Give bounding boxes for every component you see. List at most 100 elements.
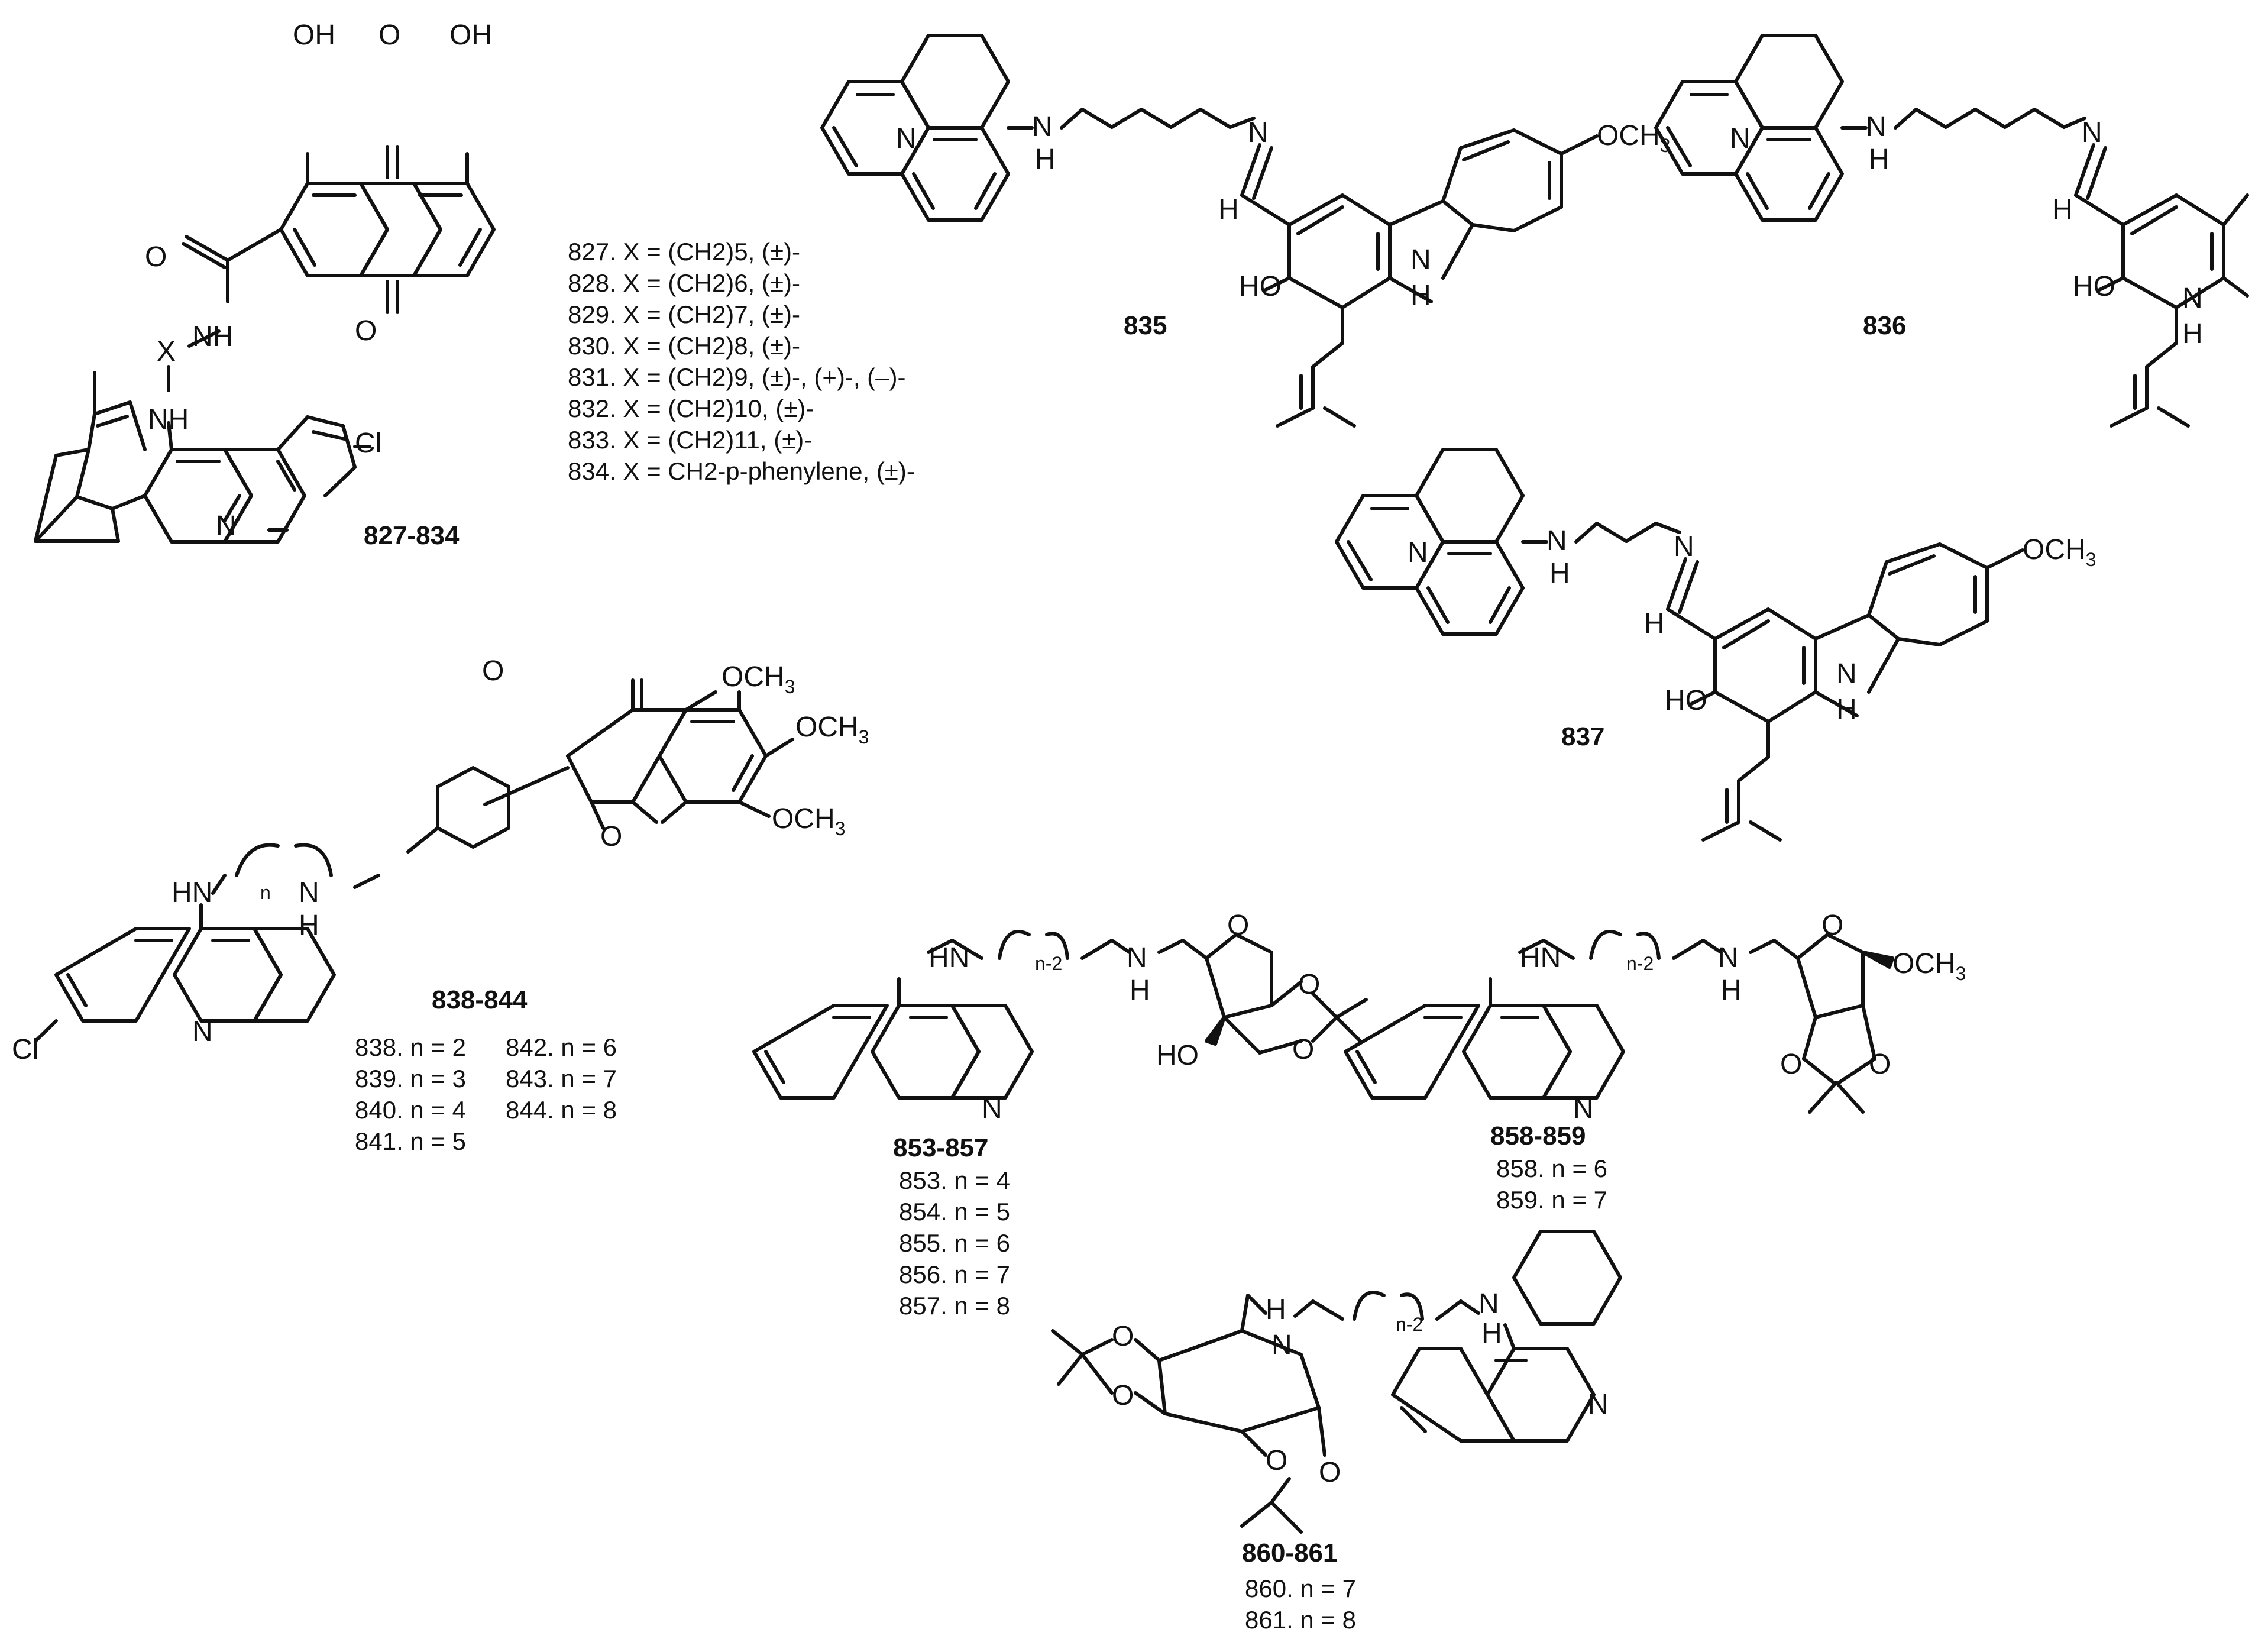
atom-x: X [157,336,176,367]
series-item: 844. n = 8 [506,1096,617,1124]
structure-860-861: O O H N O O n-2 N H N 860-861 [1051,1230,1622,1567]
series-item: 838. n = 2 [355,1033,466,1061]
series-list-838-844: 838. n = 2 839. n = 3 840. n = 4 841. n … [355,1033,617,1155]
series-list-860-861: 860. n = 7 861. n = 8 [1245,1575,1356,1634]
atom-ho: HO [2073,271,2115,302]
atom-och3: OCH3 [772,803,845,839]
atom-n: N [1408,537,1428,568]
atom-h: H [1869,144,1890,175]
structure-827-834: OH O OH O O NH X NH Cl N 827-834 [34,20,496,550]
series-item: 856. n = 7 [899,1260,1010,1288]
atom-h: H [1549,558,1570,589]
atom-o: O [1298,969,1320,1000]
atom-cl-1: Cl [355,428,381,459]
atom-o: O [1780,1049,1802,1080]
series-list-853-857: 853. n = 4 854. n = 5 855. n = 6 856. n … [899,1166,1010,1320]
series-item: 859. n = 7 [1496,1186,1607,1214]
atom-n: N [1674,531,1694,563]
atom-o: O [1869,1049,1891,1080]
atom-och3: OCH3 [722,661,795,697]
atom-hn: HN [172,877,212,909]
atom-n: N [982,1093,1002,1124]
atom-n: N [896,123,917,154]
series-item: 830. X = (CH2)8, (±)- [568,332,800,360]
compound-label-858-859: 858-859 [1490,1121,1586,1150]
atom-n: N [1866,111,1887,143]
series-item: 841. n = 5 [355,1127,466,1155]
compound-label-838-844: 838-844 [432,985,528,1014]
atom-n: N [1248,117,1269,148]
atom-ho: HO [1239,271,1282,302]
atom-o: O [1821,910,1843,941]
atom-o: O [1319,1457,1341,1488]
atom-h: H [2052,194,2073,225]
label-n: n [260,882,271,903]
atom-oh-1: OH [293,20,335,51]
label-n-2: n-2 [1626,953,1654,974]
atom-o: O [1112,1380,1134,1411]
atom-nh-1: NH [192,321,233,353]
structure-835: N N H N H HO N H OCH3 835 [820,34,1670,428]
atom-n: N [1730,123,1751,154]
series-item: 855. n = 6 [899,1229,1010,1257]
atom-h: H [1836,694,1857,725]
atom-n: N [299,877,319,909]
series-item: 834. X = CH2-p-phenylene, (±)- [568,457,915,485]
atom-o: O [1292,1034,1314,1065]
atom-ho: HO [1156,1040,1199,1071]
atom-n: N [1127,942,1147,974]
series-list-858-859: 858. n = 6 859. n = 7 [1496,1155,1607,1214]
atom-n: N [2182,283,2203,314]
atom-och3: OCH3 [1892,948,1966,984]
structure-853-857: HN n-2 N H O HO O O N 853-857 [752,910,1368,1162]
series-item: 832. X = (CH2)10, (±)- [568,395,814,422]
atom-hn: HN [928,942,969,974]
series-item: 860. n = 7 [1245,1575,1356,1602]
atom-o: O [600,821,622,852]
atom-n-1: N [216,510,237,542]
atom-n: N [1573,1093,1594,1124]
atom-o: O [482,655,504,687]
series-item: 857. n = 8 [899,1292,1010,1320]
compound-label-835: 835 [1124,311,1167,340]
series-item: 840. n = 4 [355,1096,466,1124]
atom-cl: Cl [12,1034,38,1065]
atom-n: N [1410,244,1431,276]
atom-och3: OCH3 [2023,534,2096,570]
atom-och3: OCH3 [795,712,869,748]
atom-h: H [1035,144,1056,175]
series-item: 843. n = 7 [506,1065,617,1092]
atom-n: N [1836,658,1857,690]
atom-oh-2: OH [449,20,492,51]
series-item: 829. X = (CH2)7, (±)- [568,300,800,328]
structure-836: N N H N H HO N H 836 [1654,34,2249,428]
series-item: 833. X = (CH2)11, (±)- [568,426,812,454]
atom-n: N [1546,525,1567,557]
structure-837: N N H N H HO N H OCH3 837 [1335,448,2096,842]
compound-label-827-834: 827-834 [364,521,460,550]
series-item: 828. X = (CH2)6, (±)- [568,269,800,297]
atom-o: O [1112,1321,1134,1352]
series-item: 861. n = 8 [1245,1606,1356,1634]
label-n-2: n-2 [1035,953,1062,974]
atom-o-1: O [378,20,400,51]
series-list-827-834: 827. X = (CH2)5, (±)- 828. X = (CH2)6, (… [568,238,915,485]
compound-label-853-857: 853-857 [893,1133,988,1162]
series-item: 853. n = 4 [899,1166,1010,1194]
atom-h: H [1130,975,1150,1006]
atom-ho: HO [1665,685,1707,716]
atom-o: O [1266,1445,1287,1476]
atom-n: N [2082,117,2102,148]
compound-label-837: 837 [1561,722,1604,751]
label-n-2: n-2 [1396,1314,1423,1335]
atom-n: N [1032,111,1053,143]
atom-h: H [1266,1294,1286,1326]
atom-h: H [1481,1318,1502,1349]
atom-nh-2: NH [148,404,189,435]
atom-h: H [1721,975,1742,1006]
series-item: 854. n = 5 [899,1198,1010,1226]
atom-n: N [1478,1288,1499,1320]
series-item: 858. n = 6 [1496,1155,1607,1182]
atom-h: H [1410,280,1431,311]
